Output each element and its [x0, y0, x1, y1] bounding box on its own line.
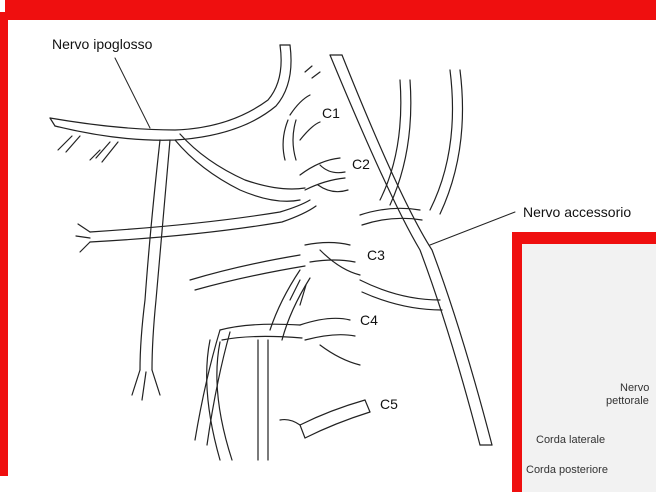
- accessory-label: Nervo accessorio: [523, 204, 631, 220]
- inset-panel: Nervo pettorale Corda laterale Corda pos…: [512, 232, 656, 492]
- c3-label: C3: [367, 247, 385, 263]
- inset-lateral-cord: Corda laterale: [536, 434, 605, 446]
- inset-posterior-cord: Corda posteriore: [526, 464, 608, 476]
- hypoglossal-trunk: [50, 45, 281, 130]
- inset-pectoral-line2: pettorale: [606, 395, 649, 407]
- c1-label: C1: [322, 105, 340, 121]
- hypoglossal-label: Nervo ipoglosso: [52, 36, 152, 52]
- c5-label: C5: [380, 396, 398, 412]
- inset-image: Nervo pettorale Corda laterale Corda pos…: [522, 244, 656, 492]
- inset-pectoral-line1: Nervo: [620, 382, 649, 394]
- c2-label: C2: [352, 156, 370, 172]
- accessory-nerve: [330, 55, 480, 445]
- c4-label: C4: [360, 312, 378, 328]
